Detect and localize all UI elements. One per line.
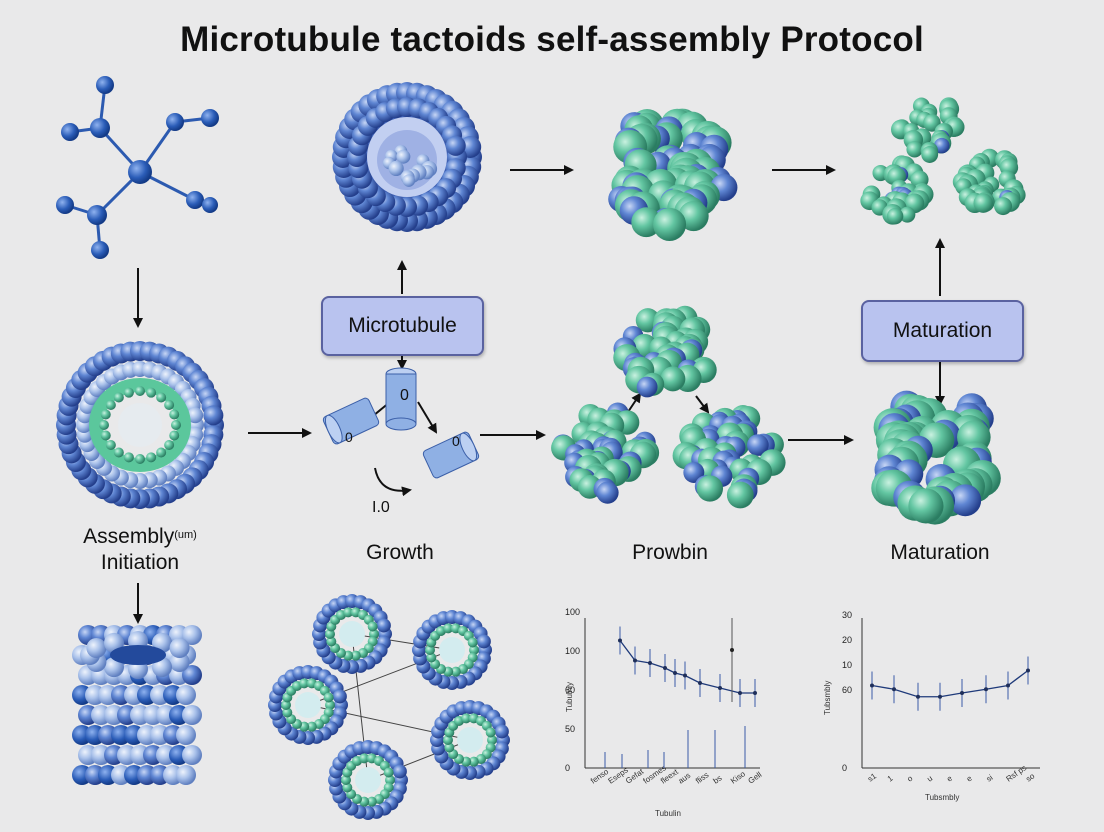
arrow-top-to-right: [696, 396, 708, 412]
x-tick-label: e: [945, 773, 954, 783]
stage-prowbin-label: Prowbin: [600, 540, 740, 566]
ring-network-icon: [268, 594, 510, 820]
stacked-cylinder-icon: [72, 625, 202, 785]
stage-assembly-initiation: Assembly(um) Initiation: [60, 524, 220, 576]
tubule-cylinders-icon: [322, 368, 480, 479]
data-point: [663, 666, 667, 670]
data-point: [984, 687, 988, 691]
series-line: [872, 671, 1028, 697]
mixed-cluster-icon: [608, 109, 737, 241]
y-tick-label: 30: [842, 610, 852, 620]
y-tick-label: 20: [842, 635, 852, 645]
chart1-xlabel: Tubulin: [655, 809, 681, 818]
x-tick-label: si: [985, 773, 995, 784]
x-tick-label: u: [925, 774, 934, 784]
hollow-sphere-icon: [332, 82, 482, 232]
flow-arrows: [138, 170, 940, 622]
tubule-label-top: 0: [400, 387, 409, 404]
data-point: [938, 695, 942, 699]
data-point: [738, 691, 742, 695]
x-tick-label: Gell: [746, 770, 763, 786]
data-point: [1006, 684, 1010, 688]
x-tick-label: fliss: [694, 770, 710, 785]
x-tick-label: Rsf ps: [1004, 763, 1028, 783]
data-point: [870, 684, 874, 688]
x-tick-label: Kiso: [729, 769, 747, 786]
ring-assembly-icon: [56, 341, 224, 509]
series-line: [620, 641, 755, 694]
x-tick-label: s1: [866, 771, 879, 784]
x-tick-label: o: [906, 773, 915, 783]
molecule-network-icon: [56, 76, 219, 259]
stage-assembly-unit: (um): [174, 529, 197, 541]
x-tick-label: so: [1024, 771, 1037, 784]
maturation-box: Maturation: [861, 300, 1024, 362]
chart2-xlabel: Tubsmbly: [925, 793, 959, 802]
data-point: [633, 659, 637, 663]
fragment-clusters-icon: [860, 97, 1025, 224]
data-point: [648, 661, 652, 665]
microtubule-box: Microtubule: [321, 296, 484, 356]
chart2-ylabel: Tubsmbly: [823, 681, 832, 715]
y-tick-label: 10: [842, 660, 852, 670]
stage-initiation-label: Initiation: [101, 551, 179, 574]
y-tick-label: 0: [565, 763, 570, 773]
data-point: [892, 687, 896, 691]
x-tick-label: 1: [886, 773, 895, 783]
x-tick-label: e: [965, 773, 974, 783]
data-point: [718, 686, 722, 690]
prowbin-clusters-icon: [551, 306, 785, 509]
data-point: [673, 671, 677, 675]
arrow-left-to-top: [628, 394, 640, 412]
x-tick-label: aus: [676, 771, 692, 786]
tubule-label-right: 0: [452, 433, 460, 449]
stage-assembly-label: Assembly: [83, 525, 174, 548]
data-point: [730, 648, 734, 652]
data-point: [753, 691, 757, 695]
data-point: [916, 695, 920, 699]
tubule-label-left: 0: [345, 429, 353, 445]
y-tick-label: 60: [842, 685, 852, 695]
y-tick-label: 100: [565, 646, 580, 656]
y-tick-label: 100: [565, 607, 580, 617]
y-tick-label: 0: [842, 763, 847, 773]
stage-maturation-label: Maturation: [870, 540, 1010, 566]
data-point: [683, 674, 687, 678]
maturation-box-label: Maturation: [893, 319, 992, 343]
data-point: [1026, 669, 1030, 673]
y-tick-label: 50: [565, 724, 575, 734]
y-tick-label: 60: [565, 685, 575, 695]
data-point: [698, 681, 702, 685]
chart-1: Tubulnly Tubulin 05060100100fensoEsepsGe…: [565, 607, 763, 818]
data-point: [960, 691, 964, 695]
stage-growth-label: Growth: [340, 540, 460, 566]
data-point: [618, 639, 622, 643]
final-cluster-icon: [871, 391, 1001, 525]
tubule-scale-label: I.0: [372, 499, 390, 516]
microtubule-box-label: Microtubule: [348, 314, 457, 338]
x-tick-label: fenso: [589, 767, 611, 786]
x-tick-label: bs: [711, 773, 723, 785]
